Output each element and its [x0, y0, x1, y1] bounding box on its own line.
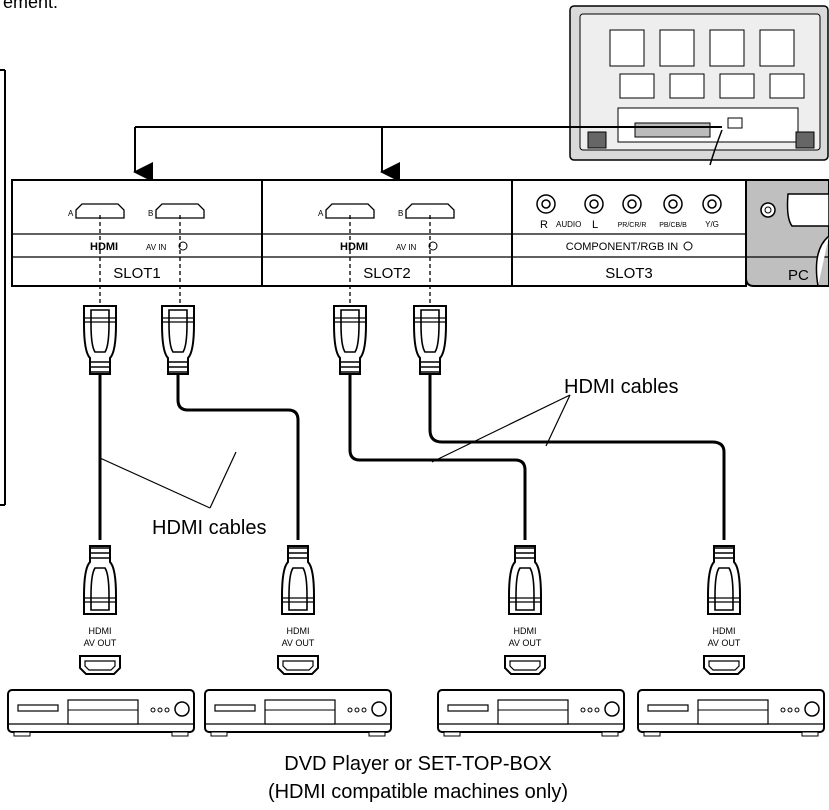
hdmi-plug-slot2-b: [413, 305, 447, 375]
pc-board: PC: [745, 179, 829, 287]
slot1-board: A B HDMI AV IN SLOT1: [11, 179, 263, 287]
slot2-port-a-label: A: [318, 209, 324, 218]
hdmi-cables: [98, 372, 726, 540]
hdmi-cables-label-right: HDMI cables: [564, 376, 678, 398]
slot3-audio-label: AUDIO: [556, 220, 581, 229]
svg-text:HDMI: HDMI: [89, 626, 112, 636]
svg-text:HDMI: HDMI: [713, 626, 736, 636]
hdmi-plug-device-2: [281, 545, 315, 615]
slot3-l-label: L: [592, 219, 598, 231]
device-port-4: HDMI AV OUT: [703, 626, 745, 675]
hdmi-plug-slot1-a: [83, 305, 117, 375]
dvd-player-2: [204, 689, 392, 737]
slot3-y-label: Y/G: [705, 220, 719, 229]
port-guide-lines: [99, 215, 431, 305]
caption-line2: (HDMI compatible machines only): [268, 781, 568, 803]
display-rear-panel: [569, 5, 829, 166]
dvd-player-1: [7, 689, 195, 737]
hdmi-plug-slot1-b: [161, 305, 195, 375]
slot2-label: SLOT2: [363, 265, 411, 282]
dvd-player-3: [437, 689, 625, 737]
slot1-hdmi-logo: HDMI: [90, 241, 118, 253]
device-port-3: HDMI AV OUT: [504, 626, 546, 675]
slot-connection-arrows: [133, 126, 722, 182]
hdmi-plug-device-3: [508, 545, 542, 615]
svg-text:HDMI: HDMI: [287, 626, 310, 636]
slot3-input-label: COMPONENT/RGB IN: [566, 241, 679, 253]
caption-line1: DVD Player or SET-TOP-BOX: [284, 753, 551, 775]
device-port-1: HDMI AV OUT: [79, 626, 121, 675]
slot1-input-label: AV IN: [146, 243, 167, 252]
svg-text:AV OUT: AV OUT: [84, 638, 117, 648]
hdmi-plug-device-4: [707, 545, 741, 615]
hdmi-plug-device-1: [83, 545, 117, 615]
cable-callout-lines: [99, 394, 571, 509]
slot2-board: A B HDMI AV IN SLOT2: [261, 179, 513, 287]
slot3-label: SLOT3: [605, 265, 653, 282]
left-panel-edge: [0, 69, 6, 506]
slot2-hdmi-logo: HDMI: [340, 241, 368, 253]
slot1-port-b-label: B: [148, 209, 153, 218]
hdmi-plug-slot2-a: [333, 305, 367, 375]
slot1-label: SLOT1: [113, 265, 161, 282]
slot2-input-label: AV IN: [396, 243, 417, 252]
top-text-fragment: ement.: [3, 0, 58, 12]
hdmi-cables-label-left: HDMI cables: [152, 517, 266, 539]
dvd-player-4: [637, 689, 825, 737]
device-port-2: HDMI AV OUT: [277, 626, 319, 675]
slot3-pb-label: PB/CB/B: [659, 222, 687, 229]
slot1-port-a-label: A: [68, 209, 74, 218]
svg-text:AV OUT: AV OUT: [509, 638, 542, 648]
svg-text:AV OUT: AV OUT: [708, 638, 741, 648]
slot3-r-label: R: [540, 219, 548, 231]
svg-text:HDMI: HDMI: [514, 626, 537, 636]
pc-label: PC: [788, 267, 809, 284]
svg-text:AV OUT: AV OUT: [282, 638, 315, 648]
slot2-port-b-label: B: [398, 209, 403, 218]
slot3-pr-label: PR/CR/R: [618, 222, 647, 229]
slot3-board: R AUDIO L PR/CR/R PB/CB/B Y/G COMPONENT/…: [511, 179, 747, 287]
